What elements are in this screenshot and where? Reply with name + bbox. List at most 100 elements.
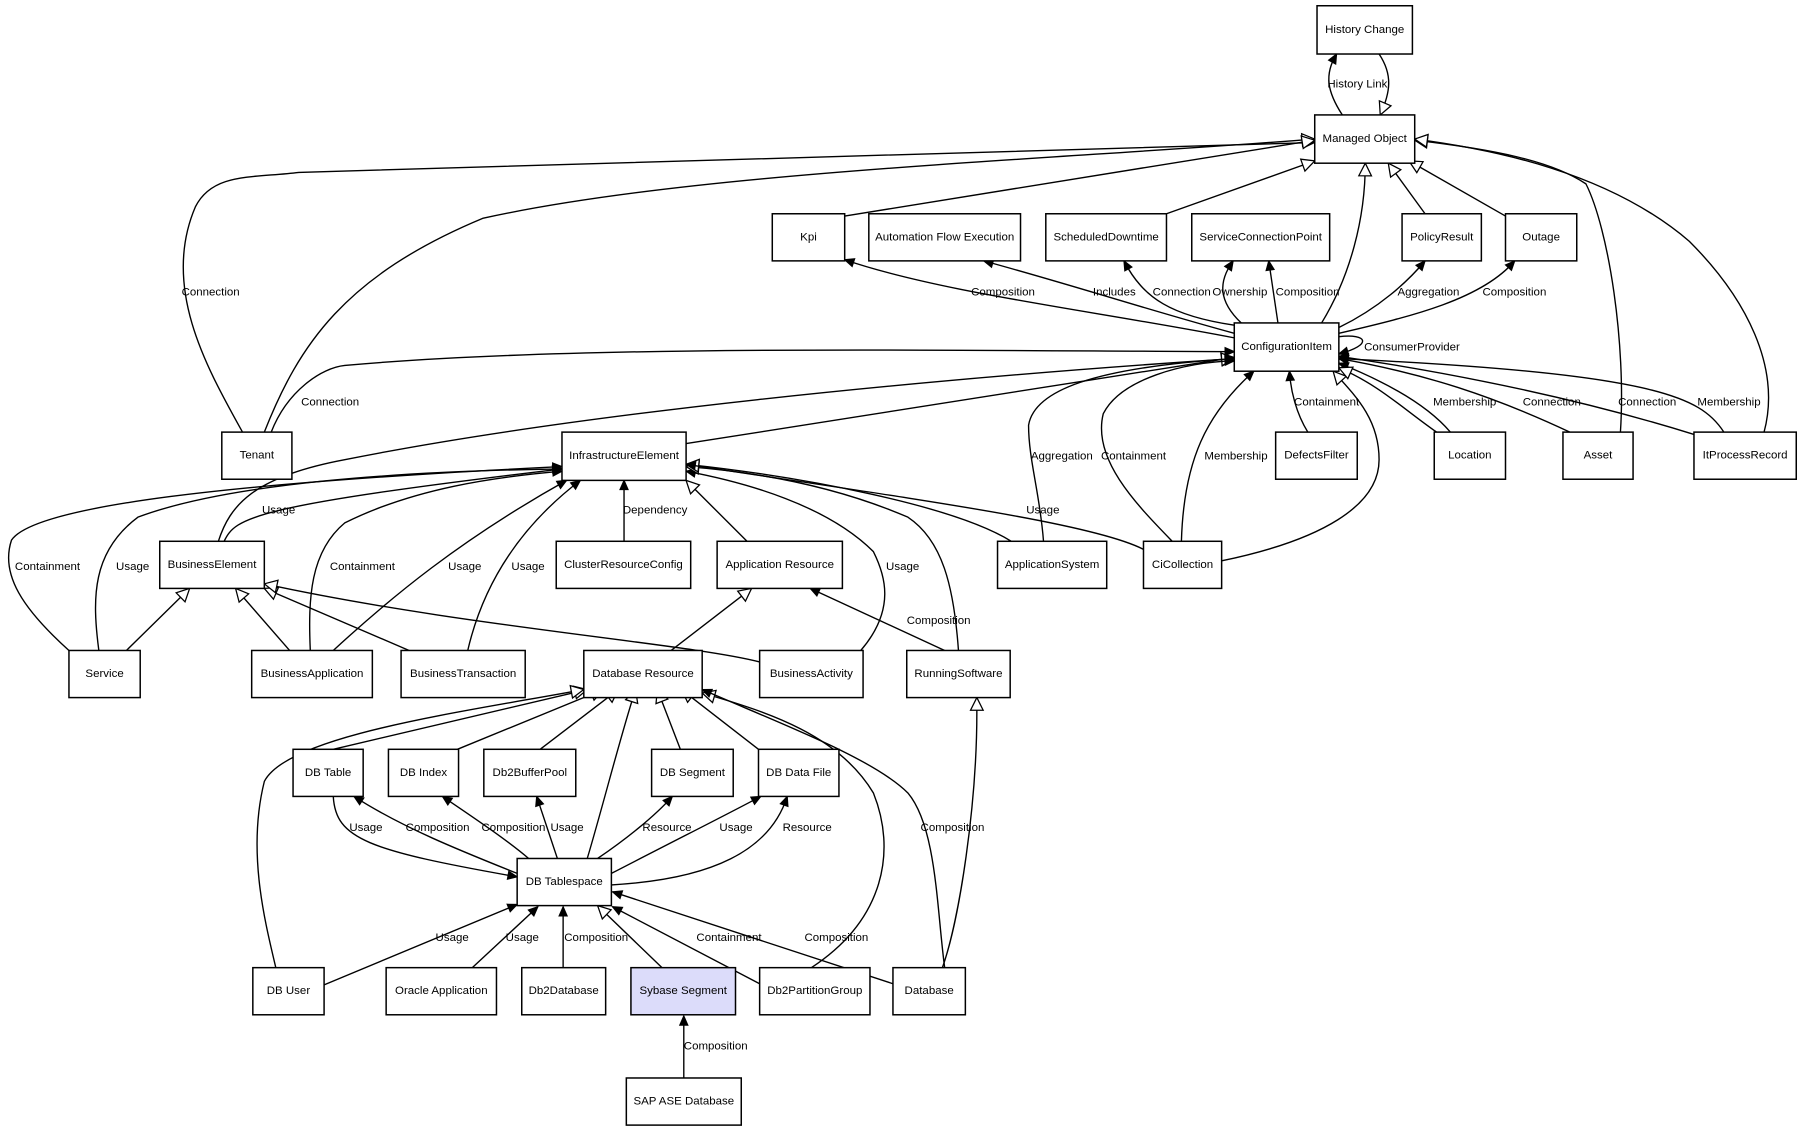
edge-label: Composition <box>684 1040 748 1052</box>
association-arrow-icon <box>678 1014 689 1026</box>
node-box[interactable] <box>625 1077 743 1126</box>
node-label: Db2Database <box>529 985 599 997</box>
node-sap-ase-database[interactable]: SAP ASE Database <box>625 1077 743 1126</box>
node-database-resource[interactable]: Database Resource <box>583 649 703 699</box>
node-business-element[interactable]: BusinessElement <box>158 540 266 590</box>
edge-tenant-to-managed-object <box>182 137 1317 433</box>
inheritance-arrow-icon <box>262 579 279 594</box>
node-box[interactable] <box>1142 540 1223 590</box>
node-business-transaction[interactable]: BusinessTransaction <box>400 649 526 699</box>
node-box[interactable] <box>387 748 460 798</box>
node-box[interactable] <box>757 748 840 798</box>
node-box[interactable] <box>758 966 871 1016</box>
node-box[interactable] <box>1313 114 1416 164</box>
node-box[interactable] <box>221 431 293 480</box>
node-box[interactable] <box>868 213 1022 262</box>
node-box[interactable] <box>583 649 703 699</box>
node-policy-result[interactable]: PolicyResult <box>1401 213 1483 262</box>
node-db-user[interactable]: DB User <box>252 966 325 1016</box>
edge-line <box>809 587 945 652</box>
node-box[interactable] <box>758 649 864 699</box>
node-box[interactable] <box>1316 4 1414 55</box>
edge-line <box>263 138 1315 433</box>
edge-line <box>685 479 748 542</box>
node-label: DB Tablespace <box>526 876 603 888</box>
node-db2-buffer-pool[interactable]: Db2BufferPool <box>483 748 577 798</box>
edge-line <box>442 795 530 860</box>
node-db-table[interactable]: DB Table <box>292 748 364 798</box>
node-box[interactable] <box>1274 431 1358 480</box>
node-box[interactable] <box>1693 431 1798 480</box>
node-configuration-item[interactable]: ConfigurationItem <box>1233 322 1340 372</box>
node-box[interactable] <box>1045 213 1168 262</box>
node-db2-partition-group[interactable]: Db2PartitionGroup <box>758 966 871 1016</box>
node-running-software[interactable]: RunningSoftware <box>905 649 1011 699</box>
node-box[interactable] <box>905 649 1011 699</box>
node-box[interactable] <box>996 540 1108 590</box>
association-arrow-icon <box>558 905 569 917</box>
node-db-segment[interactable]: DB Segment <box>650 748 734 798</box>
node-scheduled-downtime[interactable]: ScheduledDowntime <box>1045 213 1168 262</box>
node-box[interactable] <box>158 540 266 590</box>
node-box[interactable] <box>1504 213 1578 262</box>
edge-configuration-item-to-outage <box>1338 259 1516 334</box>
node-box[interactable] <box>892 966 967 1016</box>
node-box[interactable] <box>68 649 141 699</box>
node-box[interactable] <box>516 857 613 907</box>
node-infrastructure-element[interactable]: InfrastructureElement <box>561 431 687 482</box>
node-box[interactable] <box>250 649 374 699</box>
edge-label: Aggregation <box>1031 451 1093 463</box>
node-box[interactable] <box>555 540 692 590</box>
node-box[interactable] <box>521 966 607 1016</box>
node-label: History Change <box>1325 24 1404 36</box>
edge-line <box>701 688 946 968</box>
association-arrow-icon <box>611 890 624 900</box>
node-service[interactable]: Service <box>68 649 141 699</box>
node-tenant[interactable]: Tenant <box>221 431 293 480</box>
node-box[interactable] <box>1191 213 1331 262</box>
node-box[interactable] <box>252 966 325 1016</box>
node-box[interactable] <box>561 431 687 482</box>
node-business-activity[interactable]: BusinessActivity <box>758 649 864 699</box>
node-box[interactable] <box>400 649 526 699</box>
node-box[interactable] <box>771 213 846 262</box>
node-db-data-file[interactable]: DB Data File <box>757 748 840 798</box>
edge-label: Includes <box>1093 286 1136 298</box>
node-location[interactable]: Location <box>1433 431 1507 480</box>
node-application-resource[interactable]: Application Resource <box>716 540 844 590</box>
node-box[interactable] <box>1401 213 1483 262</box>
node-managed-object[interactable]: Managed Object <box>1313 114 1416 164</box>
node-automation-flow-execution[interactable]: Automation Flow Execution <box>868 213 1022 262</box>
node-box[interactable] <box>1233 322 1340 372</box>
node-outage[interactable]: Outage <box>1504 213 1578 262</box>
node-box[interactable] <box>483 748 577 798</box>
node-db-index[interactable]: DB Index <box>387 748 460 798</box>
node-database[interactable]: Database <box>892 966 967 1016</box>
node-box[interactable] <box>630 966 737 1016</box>
edge-label: Usage <box>448 561 481 573</box>
edge-outage-to-managed-object <box>1407 160 1506 217</box>
node-cluster-resource-config[interactable]: ClusterResourceConfig <box>555 540 692 590</box>
node-history-change[interactable]: History Change <box>1316 4 1414 55</box>
node-box[interactable] <box>650 748 734 798</box>
node-oracle-application[interactable]: Oracle Application <box>385 966 498 1016</box>
node-ci-collection[interactable]: CiCollection <box>1142 540 1223 590</box>
node-kpi[interactable]: Kpi <box>771 213 846 262</box>
node-sybase-segment[interactable]: Sybase Segment <box>630 966 737 1016</box>
node-label: DB User <box>267 985 311 997</box>
node-box[interactable] <box>1562 431 1634 480</box>
node-application-system[interactable]: ApplicationSystem <box>996 540 1108 590</box>
edge-line <box>1338 357 1571 433</box>
node-box[interactable] <box>385 966 498 1016</box>
node-box[interactable] <box>292 748 364 798</box>
node-db-tablespace[interactable]: DB Tablespace <box>516 857 613 907</box>
node-business-application[interactable]: BusinessApplication <box>250 649 374 699</box>
node-defects-filter[interactable]: DefectsFilter <box>1274 431 1358 480</box>
edge-db-tablespace-to-db-data-file <box>611 795 763 875</box>
node-it-process-record[interactable]: ItProcessRecord <box>1693 431 1798 480</box>
node-box[interactable] <box>716 540 844 590</box>
node-asset[interactable]: Asset <box>1562 431 1634 480</box>
node-service-connection-point[interactable]: ServiceConnectionPoint <box>1191 213 1331 262</box>
node-db2-database[interactable]: Db2Database <box>521 966 607 1016</box>
node-box[interactable] <box>1433 431 1507 480</box>
